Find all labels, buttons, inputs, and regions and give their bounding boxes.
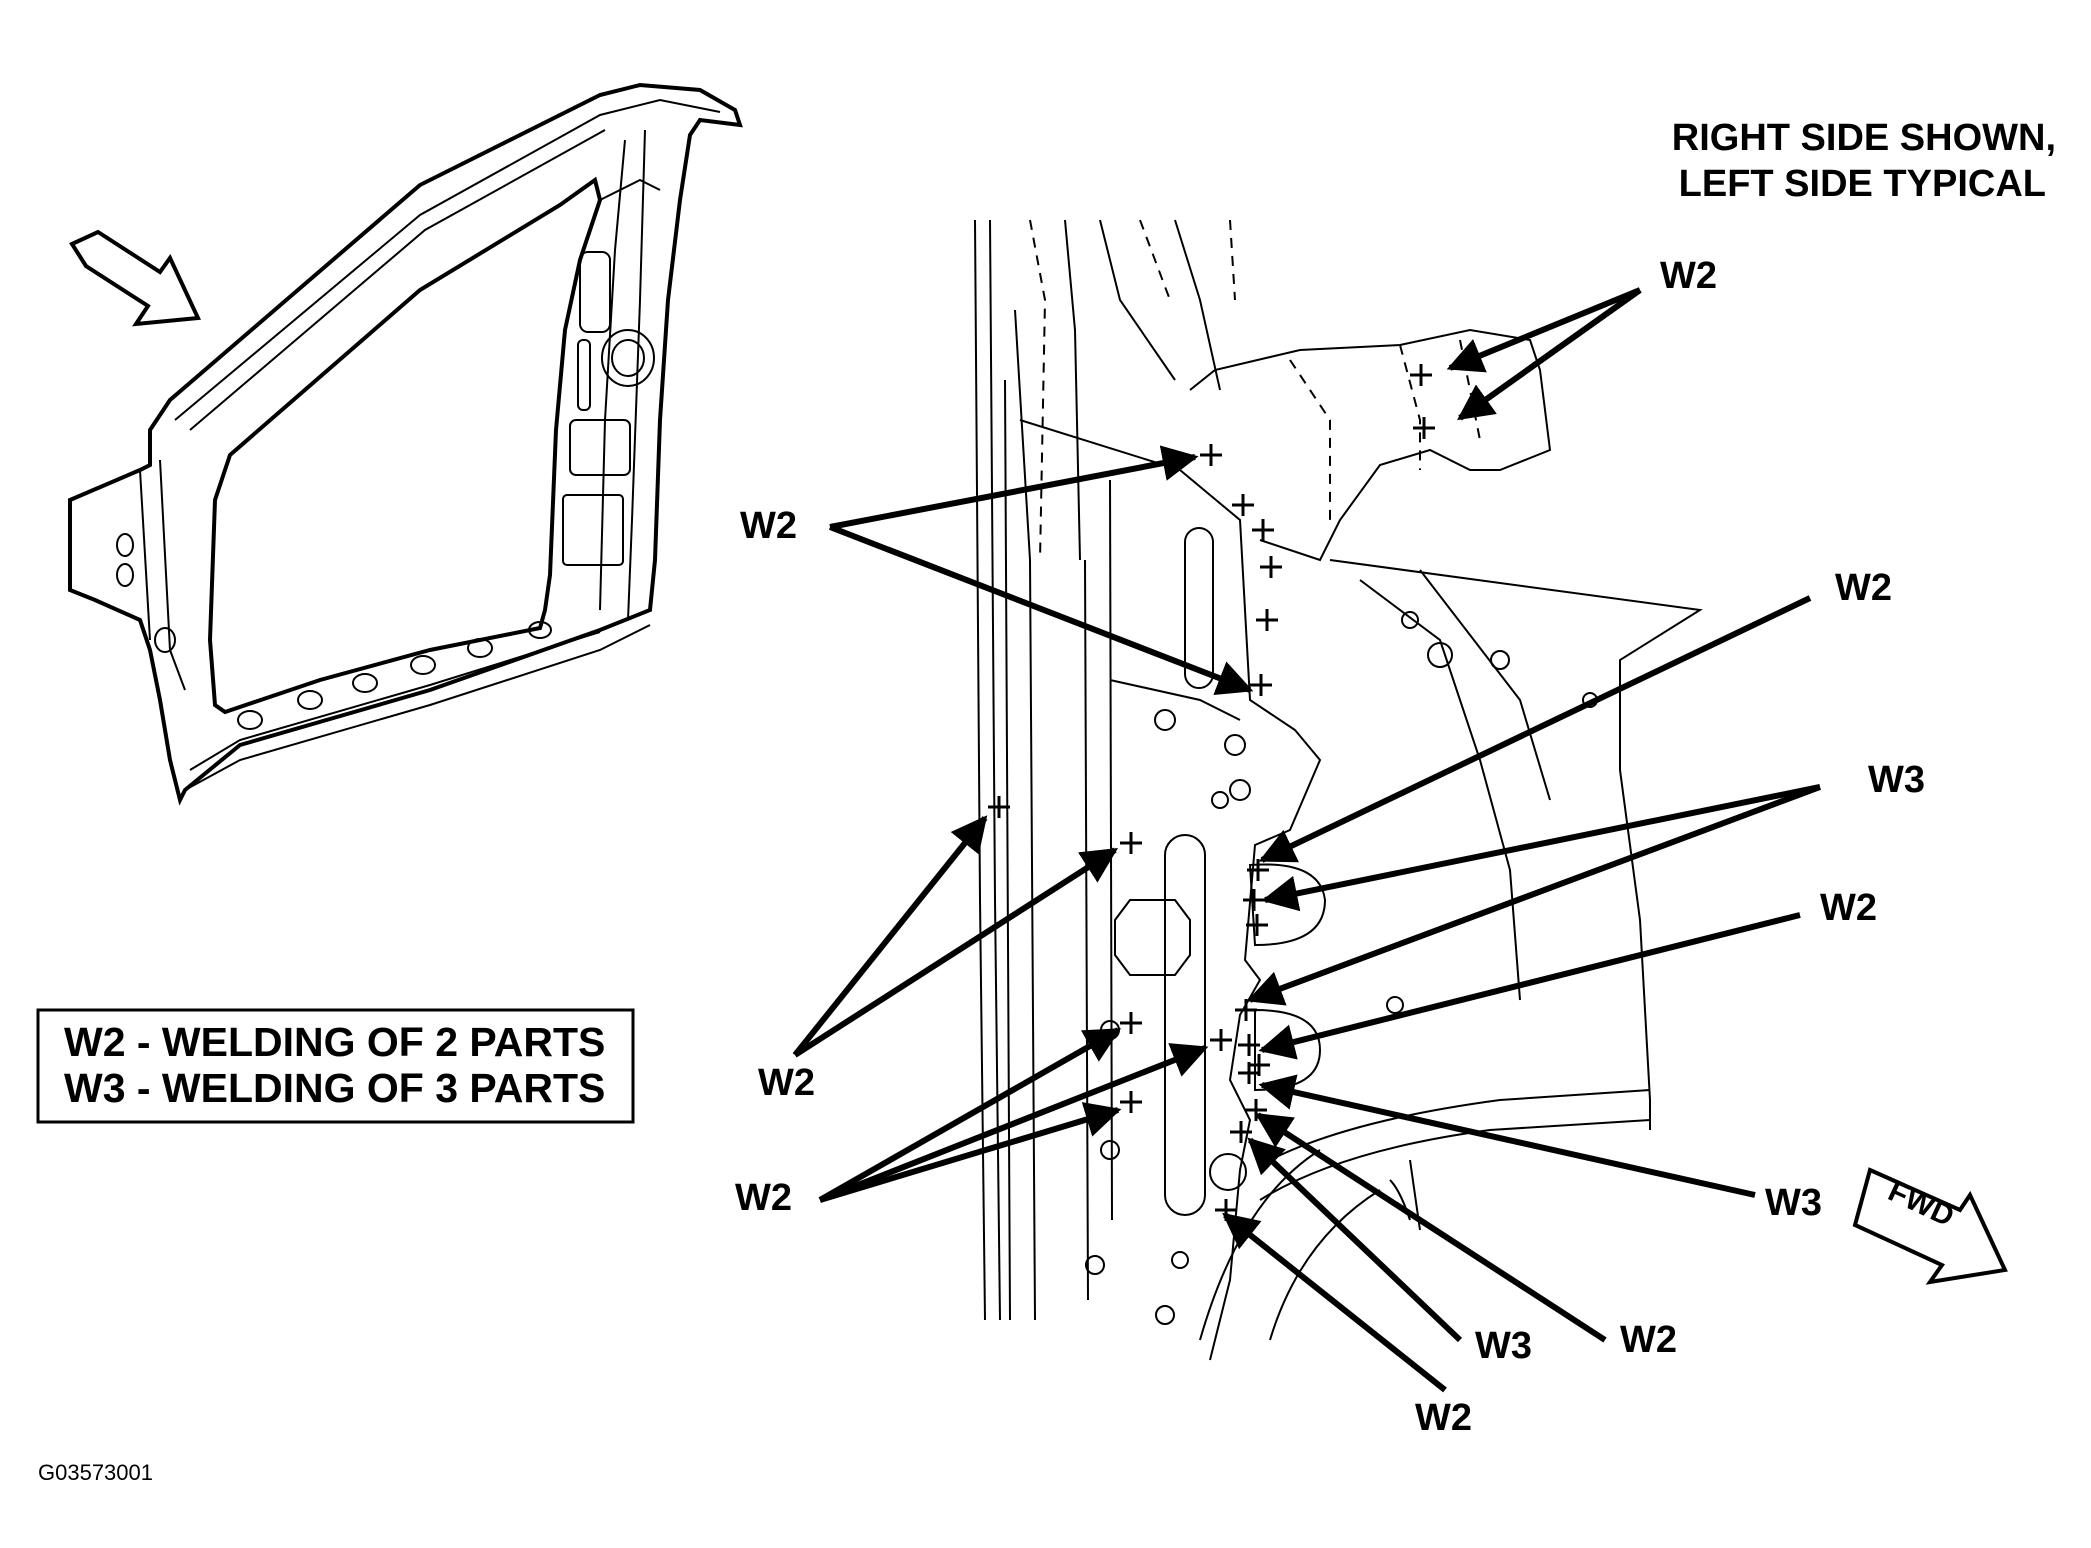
figure-id: G03573001 <box>38 1460 153 1485</box>
callout-w2-bottom-2: W2 <box>1415 1397 1472 1439</box>
callout-w2-left-bottom: W2 <box>735 1177 792 1219</box>
view-direction-arrow-icon <box>69 229 202 327</box>
fwd-arrow-icon <box>1852 1167 2008 1285</box>
b-pillar-detail-illustration <box>974 219 1703 1361</box>
callout-arrows <box>792 287 1822 1393</box>
callout-w2-top-right: W2 <box>1660 255 1717 297</box>
body-side-overview-illustration <box>68 82 743 806</box>
legend-line-w3: W3 - WELDING OF 3 PARTS <box>64 1065 605 1111</box>
callout-w3-right-2: W3 <box>1765 1182 1822 1224</box>
legend-line-w2: W2 - WELDING OF 2 PARTS <box>64 1019 605 1065</box>
callout-w3-bottom: W3 <box>1475 1325 1532 1367</box>
callout-w2-upper-left: W2 <box>740 505 797 547</box>
legend-box <box>36 1008 635 1124</box>
callout-w3-right-1: W3 <box>1868 759 1925 801</box>
weld-points <box>988 364 1435 1221</box>
weld-legend: W2 - WELDING OF 2 PARTS W3 - WELDING OF … <box>36 1008 635 1124</box>
callout-w2-left-lower: W2 <box>758 1062 815 1104</box>
callout-labels: W2 W2 W2 W3 W2 W2 W2 W3 W3 W2 W2 <box>735 255 1925 1439</box>
view-note-line-1: RIGHT SIDE SHOWN, <box>1672 117 2056 159</box>
callout-w2-right-1: W2 <box>1835 567 1892 609</box>
callout-w2-bottom-1: W2 <box>1620 1319 1677 1361</box>
callout-w2-right-2: W2 <box>1820 887 1877 929</box>
forward-direction-indicator: FWD <box>1852 1167 2008 1285</box>
view-note-line-2: LEFT SIDE TYPICAL <box>1679 163 2046 205</box>
